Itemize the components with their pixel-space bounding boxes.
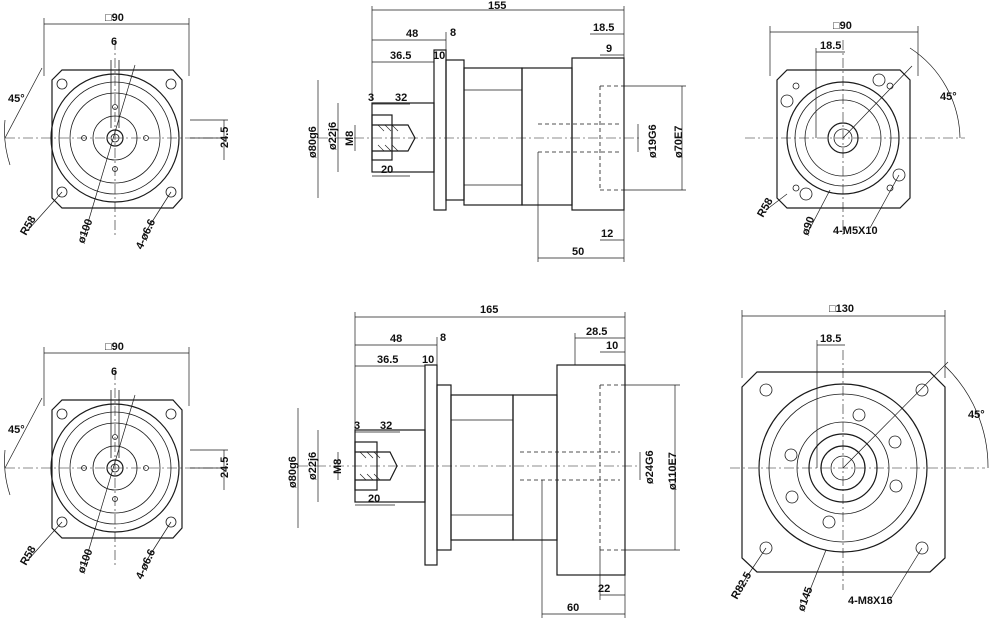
svg-text:R58: R58 (18, 544, 38, 567)
svg-text:ø22j6: ø22j6 (307, 452, 319, 480)
top-left-front-view: □90 6 45° 24.5 R58 ø100 4-ø6.6 (4, 12, 231, 251)
gear-body (450, 394, 514, 541)
svg-text:4-M8X16: 4-M8X16 (848, 595, 893, 607)
bolt-hole (799, 187, 813, 201)
svg-text:ø80g6: ø80g6 (307, 126, 319, 158)
bolt-hole (915, 383, 929, 397)
svg-text:20: 20 (368, 493, 380, 505)
svg-text:20: 20 (381, 164, 393, 176)
svg-text:32: 32 (395, 92, 407, 104)
svg-text:60: 60 (567, 602, 579, 614)
bolt-hole (165, 516, 177, 528)
flange-outline (51, 69, 183, 209)
svg-text:45°: 45° (8, 424, 25, 436)
svg-text:ø90: ø90 (800, 215, 818, 237)
svg-text:ø80g6: ø80g6 (287, 456, 299, 488)
bolt-hole (56, 408, 68, 420)
svg-text:4-ø6.6: 4-ø6.6 (134, 547, 158, 581)
bolt-hole (759, 541, 773, 555)
svg-text:R82.5: R82.5 (729, 570, 754, 601)
svg-text:12: 12 (601, 228, 613, 240)
svg-text:ø145: ø145 (796, 585, 816, 613)
svg-text:ø110E7: ø110E7 (667, 452, 679, 490)
svg-text:□90: □90 (105, 341, 124, 353)
output-flange (424, 364, 438, 566)
svg-text:3: 3 (368, 92, 374, 104)
flange-outline (51, 399, 183, 539)
svg-text:3: 3 (354, 420, 360, 432)
bolt-hole (165, 186, 177, 198)
svg-text:50: 50 (572, 246, 584, 258)
bolt-hole (915, 541, 929, 555)
svg-text:32: 32 (380, 420, 392, 432)
bottom-left-front-view: □90 6 45° 24.5 R58 ø100 4-ø6.6 (4, 341, 231, 581)
svg-text:6: 6 (111, 366, 117, 378)
svg-text:22: 22 (598, 583, 610, 595)
svg-text:28.5: 28.5 (586, 326, 607, 338)
svg-text:24.5: 24.5 (219, 457, 231, 478)
square-label: □90 (105, 12, 124, 24)
output-shaft (371, 102, 435, 173)
svg-text:□90: □90 (833, 20, 852, 32)
svg-text:10: 10 (433, 50, 445, 62)
svg-text:36.5: 36.5 (377, 354, 398, 366)
svg-text:4-M5X10: 4-M5X10 (833, 225, 878, 237)
svg-text:18.5: 18.5 (820, 333, 841, 345)
svg-text:10: 10 (606, 340, 618, 352)
output-flange (433, 49, 447, 211)
svg-text:ø70E7: ø70E7 (673, 126, 685, 158)
bolt-hole (165, 408, 177, 420)
flange-outline (776, 69, 911, 209)
svg-text:9: 9 (606, 43, 612, 55)
bolt-hole (780, 94, 794, 108)
bolt-hole (56, 186, 68, 198)
svg-text:36.5: 36.5 (390, 50, 411, 62)
svg-text:48: 48 (390, 333, 402, 345)
bottom-right-front-view: □130 18.5 45° R82.5 ø145 4-M8X16 (729, 303, 989, 613)
bolt-hole (56, 516, 68, 528)
bolt-hole (165, 78, 177, 90)
pilot-label: ø100 (76, 217, 96, 245)
svg-text:□130: □130 (829, 303, 854, 315)
top-side-view: 155 48 8 36.5 10 18.5 9 3 32 20 12 50 ø8… (307, 0, 686, 262)
radius-label: R58 (18, 214, 38, 237)
svg-text:48: 48 (406, 28, 418, 40)
bolt-hole (56, 78, 68, 90)
svg-text:8: 8 (450, 27, 456, 39)
svg-text:R58: R58 (755, 196, 775, 219)
svg-text:165: 165 (480, 304, 498, 316)
top-right-front-view: □90 18.5 45° R58 ø90 4-M5X10 (745, 20, 965, 237)
key-width-label: 6 (111, 36, 117, 48)
svg-text:ø24G6: ø24G6 (644, 450, 656, 484)
svg-text:M8: M8 (332, 459, 344, 474)
input-flange (571, 57, 625, 211)
svg-text:45°: 45° (940, 91, 957, 103)
svg-text:ø19G6: ø19G6 (647, 124, 659, 158)
bottom-side-view: 165 48 8 36.5 10 28.5 10 3 32 20 22 60 ø… (287, 304, 680, 618)
svg-text:M8: M8 (344, 131, 356, 146)
input-flange (556, 364, 626, 576)
bolt-hole (872, 73, 886, 87)
flange-outline (741, 371, 946, 573)
svg-text:45°: 45° (968, 409, 985, 421)
gear-body (463, 67, 523, 206)
svg-text:18.5: 18.5 (593, 22, 614, 34)
svg-text:8: 8 (440, 332, 446, 344)
holes-label: 4-ø6.6 (134, 217, 158, 251)
svg-text:ø100: ø100 (76, 547, 96, 575)
svg-text:10: 10 (422, 354, 434, 366)
bolt-hole (892, 168, 906, 182)
angle-label: 45° (8, 93, 25, 105)
svg-text:ø22j6: ø22j6 (327, 122, 339, 150)
bolt-hole (759, 383, 773, 397)
offset-label: 24.5 (219, 127, 231, 148)
length-label: 155 (488, 0, 506, 12)
svg-text:18.5: 18.5 (820, 40, 841, 52)
